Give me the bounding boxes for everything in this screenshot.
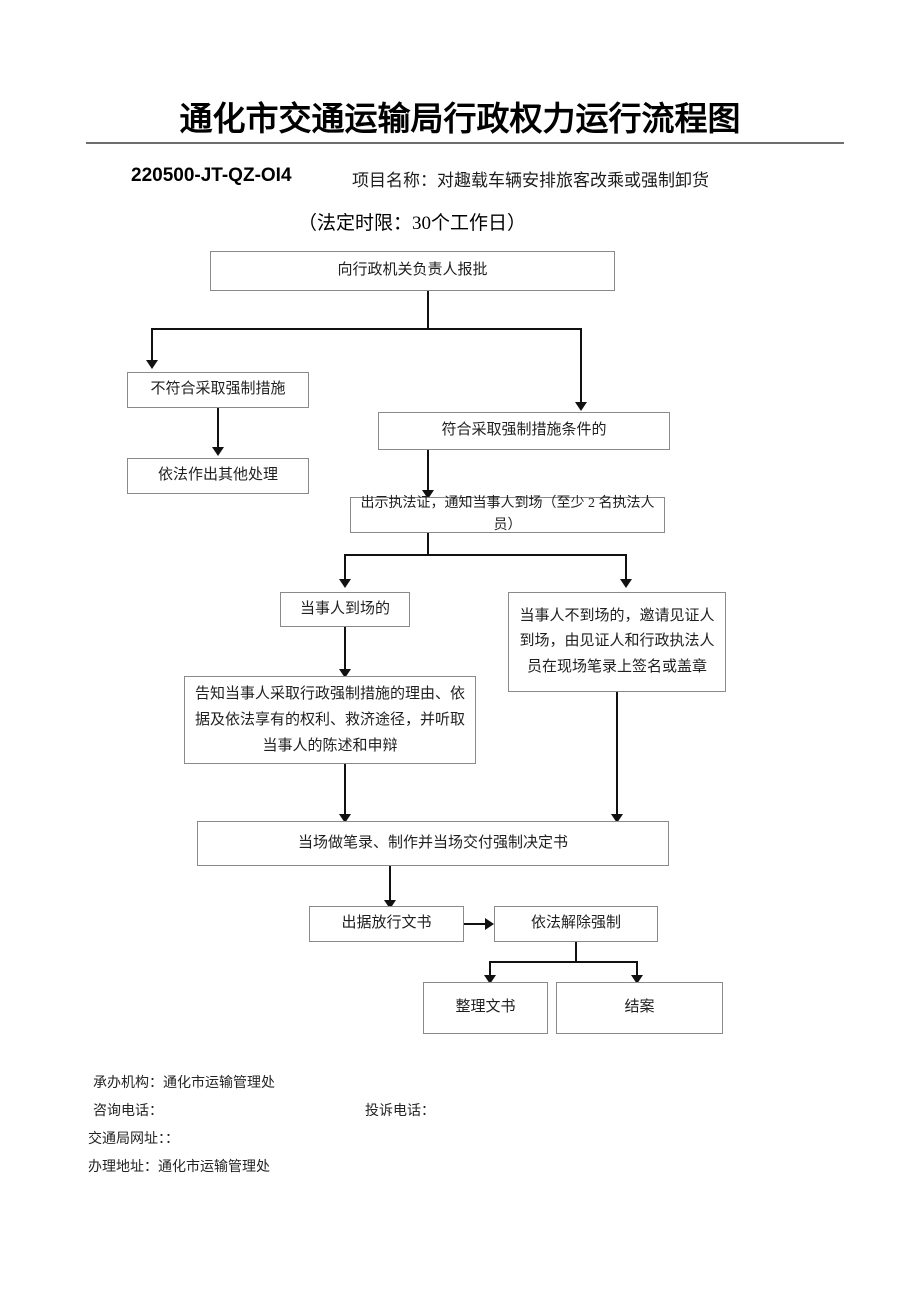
connector-n9-n10 — [389, 866, 391, 902]
connector-n5-down — [427, 533, 429, 555]
flow-node-report-approval: 向行政机关负责人报批 — [210, 251, 615, 291]
flow-node-release-document: 出据放行文书 — [309, 906, 464, 942]
footer-website: 交通局网址：： — [88, 1132, 179, 1147]
connector-n10-n11 — [464, 923, 486, 925]
connector-split-left — [151, 328, 153, 362]
project-name: 项目名称：对趣载车辆安排旅客改乘或强制卸货 — [352, 171, 709, 190]
connector-n2-n3 — [217, 408, 219, 449]
flow-node-organize-documents: 整理文书 — [423, 982, 548, 1034]
flow-node-meets-conditions: 符合采取强制措施条件的 — [378, 412, 670, 450]
connector-split3-right — [636, 961, 638, 977]
flow-node-show-credentials: 出示执法证，通知当事人到场（至少 2 名执法人员） — [350, 496, 665, 533]
arrow-to-n6 — [339, 579, 351, 588]
arrow-to-n9-right — [611, 814, 623, 823]
connector-split2-top — [345, 554, 627, 556]
footer-consult-phone: 咨询电话： — [93, 1104, 163, 1119]
arrow-to-n9-left — [339, 814, 351, 823]
connector-n1-down — [427, 291, 429, 329]
arrow-to-n11 — [485, 918, 494, 930]
connector-n4-n5 — [427, 450, 429, 492]
arrow-to-n7 — [620, 579, 632, 588]
flow-node-other-handling: 依法作出其他处理 — [127, 458, 309, 494]
connector-split3-top — [490, 961, 638, 963]
flow-node-lift-enforcement: 依法解除强制 — [494, 906, 658, 942]
arrow-to-n2 — [146, 360, 158, 369]
arrow-to-n12 — [484, 975, 496, 984]
connector-split3-left — [489, 961, 491, 977]
connector-n7-n9 — [616, 692, 618, 816]
connector-split2-left — [344, 554, 346, 581]
footer-complaint-phone: 投诉电话： — [365, 1104, 435, 1119]
arrow-to-n5 — [422, 490, 434, 499]
arrow-to-n10 — [384, 900, 396, 909]
arrow-to-n3 — [212, 447, 224, 456]
flow-node-record-and-deliver: 当场做笔录、制作并当场交付强制决定书 — [197, 821, 669, 866]
arrow-to-n4 — [575, 402, 587, 411]
footer-address: 办理地址：通化市运输管理处 — [88, 1160, 270, 1175]
flow-node-close-case: 结案 — [556, 982, 723, 1034]
connector-n8-n9 — [344, 764, 346, 816]
title-divider — [86, 142, 844, 144]
connector-split-right — [580, 328, 582, 404]
arrow-to-n13 — [631, 975, 643, 984]
arrow-to-n8 — [339, 669, 351, 678]
item-code: 220500-JT-QZ-OI4 — [131, 165, 292, 186]
legal-time-limit: （法定时限：30个工作日） — [298, 213, 527, 234]
page-title: 通化市交通运输局行政权力运行流程图 — [179, 100, 741, 137]
flow-node-not-meeting-conditions: 不符合采取强制措施 — [127, 372, 309, 408]
connector-split-top — [152, 328, 582, 330]
connector-n11-down — [575, 942, 577, 962]
flow-node-inform-rights: 告知当事人采取行政强制措施的理由、依据及依法享有的权利、救济途径，并听取当事人的… — [184, 676, 476, 764]
flow-node-party-present: 当事人到场的 — [280, 592, 410, 627]
connector-split2-right — [625, 554, 627, 581]
footer-agency: 承办机构：通化市运输管理处 — [93, 1076, 275, 1091]
flow-node-party-absent-witness: 当事人不到场的，邀请见证人到场，由见证人和行政执法人员在现场笔录上签名或盖章 — [508, 592, 726, 692]
connector-n6-n8 — [344, 627, 346, 671]
